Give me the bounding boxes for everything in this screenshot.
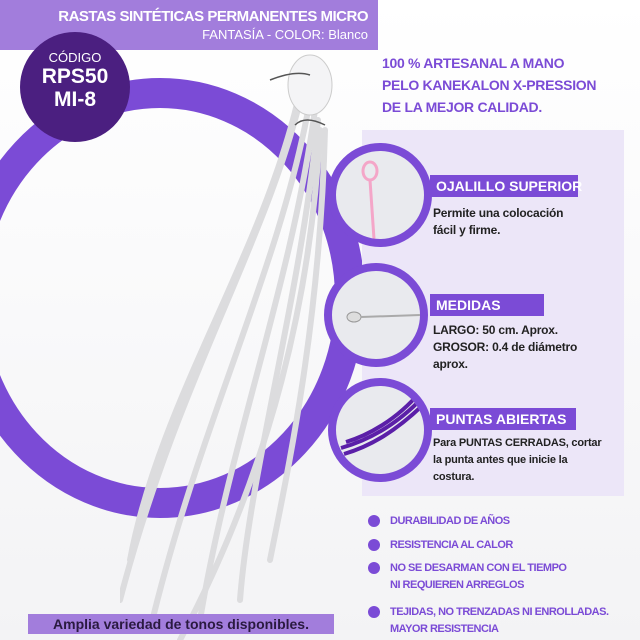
claim: DE LA MEJOR CALIDAD. (382, 99, 542, 115)
product-title: RASTAS SINTÉTICAS PERMANENTES MICRO (58, 8, 368, 25)
claim: PELO KANEKALON X-PRESSION (382, 77, 597, 93)
benefit-item: RESISTENCIA AL CALOR (368, 537, 630, 554)
quality-claims: 100 % ARTESANAL A MANO PELO KANEKALON X-… (382, 52, 622, 118)
loop-thumbnail (328, 143, 432, 247)
code-line1: RPS50 (41, 65, 109, 88)
code-badge: CÓDIGO RPS50 MI-8 (20, 32, 130, 142)
code-label: CÓDIGO (48, 50, 102, 65)
feature-title: OJALILLO SUPERIOR (430, 175, 582, 197)
benefit-item: DURABILIDAD DE AÑOS (368, 513, 630, 530)
code-line2: MI-8 (54, 88, 96, 111)
tones-banner: Amplia variedad de tonos disponibles. (28, 614, 334, 634)
bullet-icon (368, 539, 380, 551)
bullet-icon (368, 562, 380, 574)
product-subtitle: FANTASÍA - COLOR: Blanco (202, 27, 368, 42)
feature-title: PUNTAS ABIERTAS (430, 408, 576, 430)
measure-thumbnail (324, 263, 428, 367)
feature-desc: LARGO: 50 cm. Aprox.GROSOR: 0.4 de diáme… (433, 323, 578, 371)
purple-tips-icon (340, 389, 424, 456)
claim: 100 % ARTESANAL A MANO (382, 55, 565, 71)
benefit-item: TEJIDAS, NO TRENZADAS NI ENROLLADAS.MAYO… (368, 604, 630, 638)
bullet-icon (368, 606, 380, 618)
loop-icon (361, 160, 379, 239)
dreadlocks-product-image (120, 54, 333, 640)
bullet-icon (368, 515, 380, 527)
feature-title: MEDIDAS (430, 294, 544, 316)
strand-icon (346, 311, 420, 323)
tips-thumbnail (328, 378, 432, 482)
